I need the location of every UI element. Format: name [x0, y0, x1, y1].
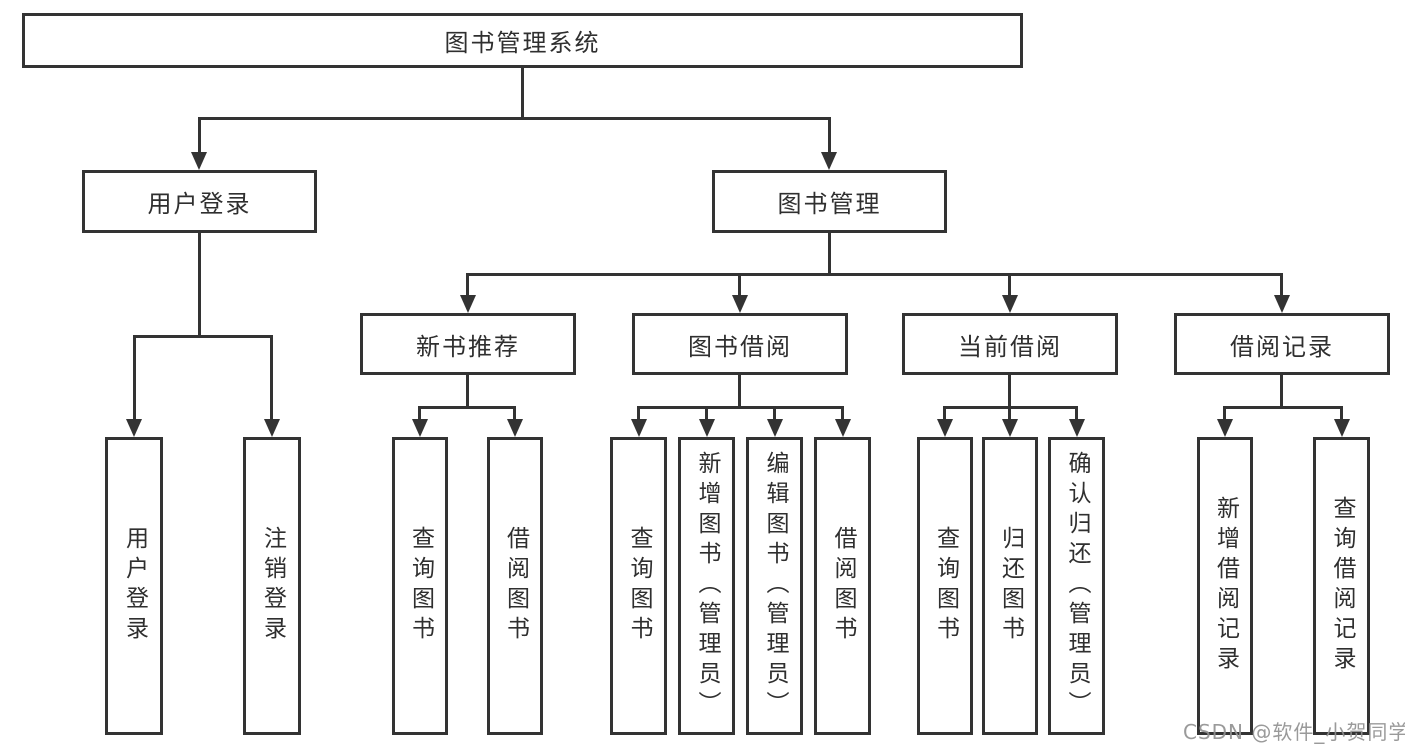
leaf-label: 借阅图书: [830, 526, 856, 646]
node-new-book-recommend-label: 新书推荐: [416, 332, 520, 361]
leaf-borrow-books: 借阅图书: [814, 437, 871, 735]
node-user-login: 用户登录: [82, 170, 317, 233]
connector-group-stem: [1008, 374, 1011, 408]
connector-drop-leaf: [773, 406, 776, 421]
connector-drop-leaf: [1340, 406, 1343, 421]
arrow-down-icon: [1002, 295, 1018, 313]
node-book-management: 图书管理: [712, 170, 947, 233]
watermark-text: CSDN @软件_小贺同学: [1183, 720, 1405, 744]
leaf-label: 查询图书: [407, 526, 434, 646]
connector-drop-user-login: [198, 117, 201, 154]
connector-management-stem: [828, 232, 831, 275]
leaf-return-books: 归还图书: [982, 437, 1038, 735]
connector-group-stem: [738, 374, 741, 408]
leaf-label: 注销登录: [259, 526, 286, 646]
arrow-down-icon: [412, 419, 428, 437]
connector-drop-leaf: [133, 335, 136, 421]
arrow-down-icon: [507, 419, 523, 437]
connector-drop-borrow-records: [1280, 273, 1283, 297]
node-book-borrow-label: 图书借阅: [688, 332, 792, 361]
leaf-label: 编辑图书（管理员）: [762, 451, 788, 721]
arrow-down-icon: [1217, 419, 1233, 437]
leaf-label: 查询借阅记录: [1329, 496, 1355, 676]
arrow-down-icon: [126, 419, 142, 437]
arrow-down-icon: [835, 419, 851, 437]
leaf-label: 查询图书: [932, 526, 959, 646]
connector-group-horizontal: [1224, 406, 1343, 409]
leaf-query-books-recommend: 查询图书: [392, 437, 448, 735]
connector-drop-leaf: [418, 406, 421, 421]
node-library-system: 图书管理系统: [22, 13, 1023, 68]
arrow-down-icon: [631, 419, 647, 437]
connector-drop-book-borrow: [738, 273, 741, 297]
leaf-label: 用户登录: [121, 526, 148, 646]
arrow-down-icon: [821, 152, 837, 170]
connector-drop-leaf: [705, 406, 708, 421]
leaf-query-books-borrow: 查询图书: [610, 437, 667, 735]
connector-root-stem: [521, 68, 524, 120]
arrow-down-icon: [1334, 419, 1350, 437]
connector-login-stem: [198, 232, 201, 337]
node-current-borrow-label: 当前借阅: [958, 332, 1062, 361]
connector-drop-current-borrow: [1008, 273, 1011, 297]
node-borrow-records-label: 借阅记录: [1230, 332, 1334, 361]
connector-drop-leaf: [270, 335, 273, 421]
leaf-add-books-admin: 新增图书（管理员）: [678, 437, 735, 735]
leaf-label: 查询图书: [626, 526, 652, 646]
arrow-down-icon: [1002, 419, 1018, 437]
connector-login-horizontal: [133, 335, 273, 338]
leaf-user-login: 用户登录: [105, 437, 163, 735]
node-user-login-label: 用户登录: [147, 190, 252, 218]
leaf-borrow-books-recommend: 借阅图书: [487, 437, 543, 735]
node-current-borrow: 当前借阅: [902, 313, 1118, 375]
node-book-management-label: 图书管理: [777, 190, 882, 218]
arrow-down-icon: [732, 295, 748, 313]
connector-drop-book-management: [828, 117, 831, 154]
arrow-down-icon: [191, 152, 207, 170]
leaf-label: 借阅图书: [502, 526, 529, 646]
connector-drop-leaf: [513, 406, 516, 421]
connector-group-horizontal: [637, 406, 844, 409]
leaf-label: 新增借阅记录: [1212, 496, 1239, 676]
arrow-down-icon: [699, 419, 715, 437]
connector-drop-new-books: [466, 273, 469, 297]
arrow-down-icon: [264, 419, 280, 437]
arrow-down-icon: [937, 419, 953, 437]
node-new-book-recommend: 新书推荐: [360, 313, 576, 375]
leaf-label: 新增图书（管理员）: [694, 451, 720, 721]
leaf-label: 确认归还（管理员）: [1064, 451, 1090, 721]
node-library-system-label: 图书管理系统: [444, 29, 601, 57]
leaf-label: 归还图书: [997, 526, 1024, 646]
leaf-edit-books-admin: 编辑图书（管理员）: [746, 437, 803, 735]
leaf-logout: 注销登录: [243, 437, 301, 735]
connector-drop-leaf: [1075, 406, 1078, 421]
node-borrow-records: 借阅记录: [1174, 313, 1390, 375]
connector-group-stem: [466, 374, 469, 408]
leaf-add-borrow-record: 新增借阅记录: [1197, 437, 1253, 735]
connector-drop-leaf: [841, 406, 844, 421]
arrow-down-icon: [1069, 419, 1085, 437]
arrow-down-icon: [767, 419, 783, 437]
connector-drop-leaf: [1008, 406, 1011, 421]
node-book-borrow: 图书借阅: [632, 313, 848, 375]
leaf-query-books-current: 查询图书: [917, 437, 973, 735]
connector-group-horizontal: [419, 406, 516, 409]
arrow-down-icon: [460, 295, 476, 313]
connector-level3-horizontal: [466, 273, 1283, 276]
connector-group-stem: [1280, 374, 1283, 408]
connector-drop-leaf: [943, 406, 946, 421]
leaf-query-borrow-record: 查询借阅记录: [1313, 437, 1370, 735]
connector-drop-leaf: [637, 406, 640, 421]
leaf-confirm-return-admin: 确认归还（管理员）: [1048, 437, 1105, 735]
connector-drop-leaf: [1223, 406, 1226, 421]
connector-level2-horizontal: [198, 117, 831, 120]
arrow-down-icon: [1274, 295, 1290, 313]
